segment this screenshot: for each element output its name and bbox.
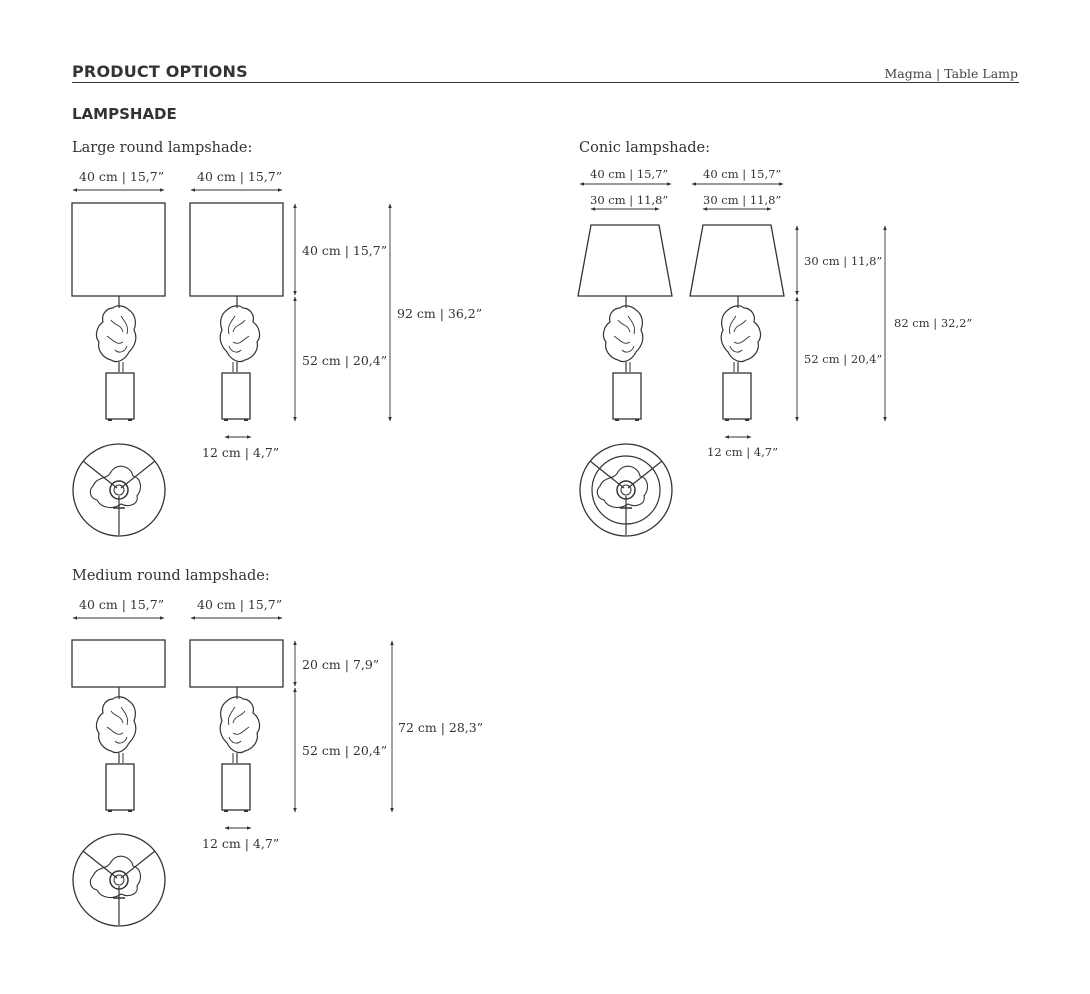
section-title: LAMPSHADE bbox=[72, 105, 177, 123]
conic-total-height-label: 82 cm | 32,2” bbox=[894, 316, 973, 330]
conic-top-front-label: 30 cm | 11,8” bbox=[590, 193, 669, 207]
conic-shade-height-label: 30 cm | 11,8” bbox=[804, 254, 883, 268]
product-name: Magma | Table Lamp bbox=[884, 66, 1018, 81]
large-front-view bbox=[71, 202, 166, 421]
medium-total-height-label: 72 cm | 28,3” bbox=[398, 720, 484, 735]
page-title: PRODUCT OPTIONS bbox=[72, 62, 248, 81]
large-base-width-label: 12 cm | 4,7” bbox=[202, 445, 280, 460]
large-top-view bbox=[72, 443, 166, 537]
conic-top-side-label: 30 cm | 11,8” bbox=[703, 193, 782, 207]
medium-width-front-label: 40 cm | 15,7” bbox=[79, 597, 165, 612]
large-shade-height-label: 40 cm | 15,7” bbox=[302, 243, 388, 258]
large-base-height-label: 52 cm | 20,4” bbox=[302, 353, 388, 368]
medium-base-width-label: 12 cm | 4,7” bbox=[202, 836, 280, 851]
large-side-view bbox=[189, 202, 284, 421]
conic-base-height-label: 52 cm | 20,4” bbox=[804, 352, 883, 366]
medium-shade-height-label: 20 cm | 7,9” bbox=[302, 657, 380, 672]
large-total-height-label: 92 cm | 36,2” bbox=[397, 306, 483, 321]
medium-side-view bbox=[189, 639, 284, 812]
medium-base-height-label: 52 cm | 20,4” bbox=[302, 743, 388, 758]
large-width-side-label: 40 cm | 15,7” bbox=[197, 169, 283, 184]
conic-bottom-side-label: 40 cm | 15,7” bbox=[703, 167, 782, 181]
conic-top-view bbox=[579, 443, 673, 537]
header-rule bbox=[72, 82, 1019, 83]
conic-side-view bbox=[689, 224, 785, 421]
medium-front-view bbox=[71, 639, 166, 812]
medium-width-side-label: 40 cm | 15,7” bbox=[197, 597, 283, 612]
conic-title: Conic lampshade: bbox=[579, 140, 711, 156]
large-width-front-label: 40 cm | 15,7” bbox=[79, 169, 165, 184]
medium-title: Medium round lampshade: bbox=[72, 568, 270, 584]
large-title: Large round lampshade: bbox=[72, 140, 253, 156]
conic-base-width-label: 12 cm | 4,7” bbox=[707, 445, 778, 459]
conic-front-view bbox=[577, 224, 673, 421]
conic-bottom-front-label: 40 cm | 15,7” bbox=[590, 167, 669, 181]
medium-top-view bbox=[72, 833, 166, 927]
